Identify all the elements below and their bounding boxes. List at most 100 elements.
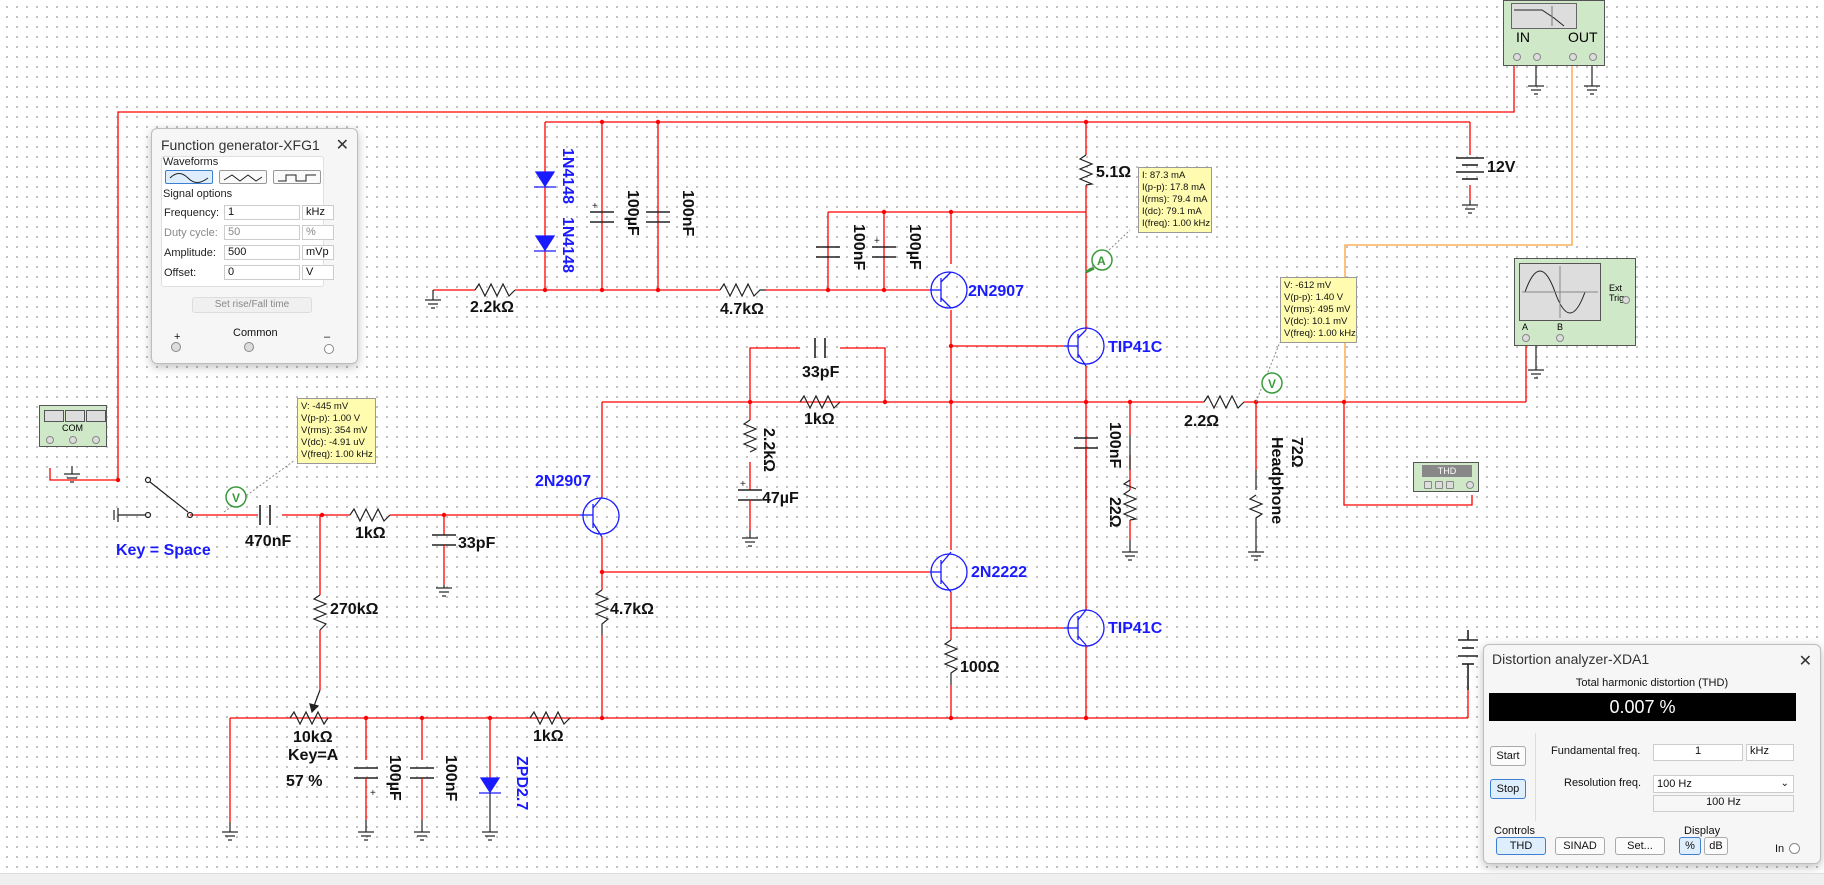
offset-unit[interactable]: V (302, 265, 334, 280)
label-zpd27: ZPD2.7 (513, 756, 530, 810)
probe-value: I: 87.3 mA (1142, 170, 1186, 181)
label-c100n-bot: 100nF (442, 755, 459, 801)
thd-input-terminal[interactable] (1466, 481, 1474, 489)
probe-value: V: -612 mV (1284, 280, 1332, 291)
minus-label: – (324, 331, 331, 343)
thd-terminal[interactable] (1424, 481, 1432, 489)
sine-wave-button[interactable] (165, 170, 213, 184)
db-display-button[interactable]: dB (1704, 837, 1728, 855)
thd-heading: Total harmonic distortion (THD) (1575, 677, 1729, 689)
input-voltage-probe-readout[interactable]: V: -445 mV V(p-p): 1.00 V V(rms): 354 mV… (297, 398, 376, 464)
sinad-mode-button[interactable]: SINAD (1555, 837, 1605, 855)
polarity-marks: ++++ (370, 201, 880, 799)
bode-wires (1344, 62, 1573, 402)
key-switch[interactable] (113, 476, 194, 523)
svg-text:+: + (874, 236, 880, 247)
resolution-freq-select[interactable]: 100 Hz ⌄ (1653, 775, 1794, 793)
set-rise-fall-button[interactable]: Set rise/Fall time (192, 297, 312, 313)
svg-text:+: + (592, 201, 598, 212)
label-c33p-in: 33pF (458, 535, 496, 552)
frequency-unit[interactable]: kHz (302, 205, 334, 220)
label-r51: 5.1Ω (1096, 164, 1131, 181)
label-r47k-low: 4.7kΩ (610, 601, 654, 618)
square-wave-button[interactable] (273, 170, 321, 184)
percent-display-button[interactable]: % (1679, 837, 1701, 855)
scope-ext-trig-label: Ext Trig (1609, 283, 1625, 303)
fg-plus-terminal[interactable] (46, 436, 54, 444)
horizontal-scrollbar[interactable] (0, 873, 1824, 885)
waveforms-label: Waveforms (163, 156, 219, 168)
signal-options-label: Signal options (163, 188, 233, 200)
label-r1k-in: 1kΩ (355, 525, 386, 542)
thd-terminal[interactable] (1446, 481, 1454, 489)
triangle-wave-button[interactable] (219, 170, 267, 184)
diode-symbols (479, 171, 556, 794)
fundamental-freq-input[interactable]: 1 (1653, 744, 1743, 761)
scope-b-terminal[interactable] (1556, 334, 1564, 342)
output-voltage-probe-readout[interactable]: V: -612 mV V(p-p): 1.40 V V(rms): 495 mV… (1280, 277, 1357, 343)
start-button[interactable]: Start (1490, 746, 1526, 766)
thd-terminal[interactable] (1435, 481, 1443, 489)
probe-value: I(dc): 79.1 mA (1142, 206, 1202, 217)
amplitude-unit[interactable]: mVp (302, 245, 334, 260)
input-label: In (1775, 843, 1785, 855)
bode-out-plus-terminal[interactable] (1569, 53, 1577, 61)
label-2n2907-top: 2N2907 (968, 283, 1024, 300)
fundamental-freq-unit[interactable]: kHz (1746, 744, 1794, 761)
bode-display-icon (1511, 3, 1577, 29)
pot-wiper[interactable] (309, 689, 321, 714)
scope-trigger-terminal[interactable] (1622, 296, 1630, 304)
amplitude-input[interactable]: 500 (224, 245, 300, 260)
resolution-freq-readout: 100 Hz (1653, 795, 1794, 812)
fundamental-freq-label: Fundamental freq. (1551, 745, 1641, 757)
square-wave-icon (86, 410, 106, 422)
svg-text:+: + (740, 479, 746, 490)
label-pot-pct: 57 % (286, 773, 322, 790)
common-terminal[interactable] (244, 342, 254, 352)
function-generator-instrument[interactable]: COM (39, 405, 107, 447)
scope-channel-a-label: A (1522, 322, 1529, 332)
function-generator-window[interactable]: Function generator-XFG1 ✕ Waveforms Sign… (151, 128, 358, 364)
probe-value: V: -445 mV (301, 401, 349, 412)
ammeter-probe-readout[interactable]: I: 87.3 mA I(p-p): 17.8 mA I(rms): 79.4 … (1138, 167, 1212, 233)
close-icon[interactable]: ✕ (335, 137, 349, 154)
fg-com-label: COM (62, 423, 83, 433)
plus-terminal[interactable] (171, 342, 181, 352)
label-2n2907-left: 2N2907 (535, 473, 591, 490)
probe-value: V(dc): 10.1 mV (1284, 316, 1348, 327)
minus-terminal[interactable] (324, 344, 334, 354)
bode-out-minus-terminal[interactable] (1589, 53, 1597, 61)
probe-value: V(freq): 1.00 kHz (1284, 328, 1356, 339)
label-r22-ohm-out: 2.2Ω (1184, 413, 1219, 430)
stop-button[interactable]: Stop (1490, 779, 1526, 799)
label-tip41c-bot: TIP41C (1108, 620, 1163, 637)
input-terminal[interactable] (1789, 843, 1800, 854)
label-c100n-out: 100nF (1106, 422, 1123, 468)
oscilloscope[interactable]: Ext Trig A B (1514, 258, 1636, 346)
bode-in-minus-terminal[interactable] (1533, 53, 1541, 61)
amplitude-label: Amplitude: (164, 247, 216, 259)
label-c100u-top: 100µF (624, 190, 641, 236)
bode-in-label: IN (1516, 29, 1530, 45)
frequency-input[interactable]: 1 (224, 205, 300, 220)
bode-plotter[interactable]: IN OUT (1503, 0, 1605, 66)
ground-symbols (64, 60, 1600, 841)
thd-display: 0.007 % (1489, 693, 1796, 721)
wires (49, 60, 1527, 822)
bode-in-plus-terminal[interactable] (1513, 53, 1521, 61)
thd-analyzer-instrument[interactable]: THD (1413, 462, 1479, 492)
offset-input[interactable]: 0 (224, 265, 300, 280)
fg-minus-terminal[interactable] (92, 436, 100, 444)
label-c100n-mid: 100nF (850, 224, 867, 270)
distortion-analyzer-window[interactable]: Distortion analyzer-XDA1 ✕ Total harmoni… (1483, 644, 1821, 864)
probe-value: V(p-p): 1.40 V (1284, 292, 1344, 303)
scope-a-terminal[interactable] (1522, 334, 1530, 342)
duty-cycle-input[interactable]: 50 (224, 225, 300, 240)
switch-key-label: Key = Space (116, 542, 211, 559)
label-c470n: 470nF (245, 533, 291, 550)
label-12v: 12V (1487, 159, 1516, 176)
close-icon[interactable]: ✕ (1798, 653, 1812, 670)
thd-mode-button[interactable]: THD (1496, 837, 1546, 855)
set-button[interactable]: Set... (1615, 837, 1665, 855)
fg-com-terminal[interactable] (69, 436, 77, 444)
